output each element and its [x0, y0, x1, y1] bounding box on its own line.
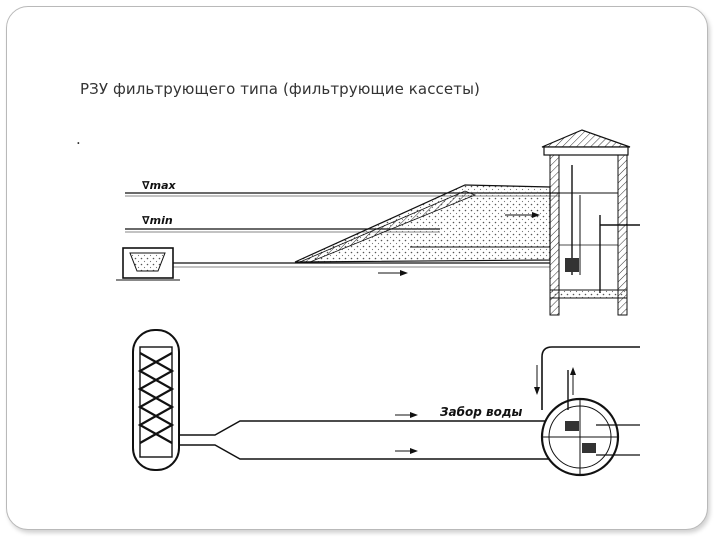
- flow-arrow-well: [505, 212, 540, 218]
- flow-arrow-plan-lower: [395, 448, 418, 454]
- section-view: ∇max ∇min: [116, 129, 640, 316]
- plan-view: Забор воды: [132, 329, 640, 477]
- slide-title: РЗУ фильтрующего типа (фильтрующие кассе…: [80, 80, 480, 98]
- pipeline-plan: [179, 420, 550, 460]
- embankment: [294, 184, 551, 263]
- flow-arrow-plan-upper: [395, 412, 418, 418]
- filter-cassette-plan: [132, 329, 180, 471]
- flow-arrow-down: [534, 365, 540, 395]
- flow-arrow-up: [570, 367, 576, 395]
- bullet-point: .: [76, 130, 81, 148]
- level-max-label: ∇max: [142, 179, 177, 192]
- water-intake-label: Забор воды: [440, 405, 523, 419]
- intake-diagram: ∇max ∇min: [110, 125, 650, 495]
- level-min-label: ∇min: [142, 214, 173, 227]
- filter-cassette-section: [116, 247, 180, 281]
- pump-well-plan: [540, 397, 640, 477]
- flow-arrow-section: [378, 270, 408, 276]
- discharge-pipe: [541, 346, 640, 410]
- pump-well: [541, 129, 640, 316]
